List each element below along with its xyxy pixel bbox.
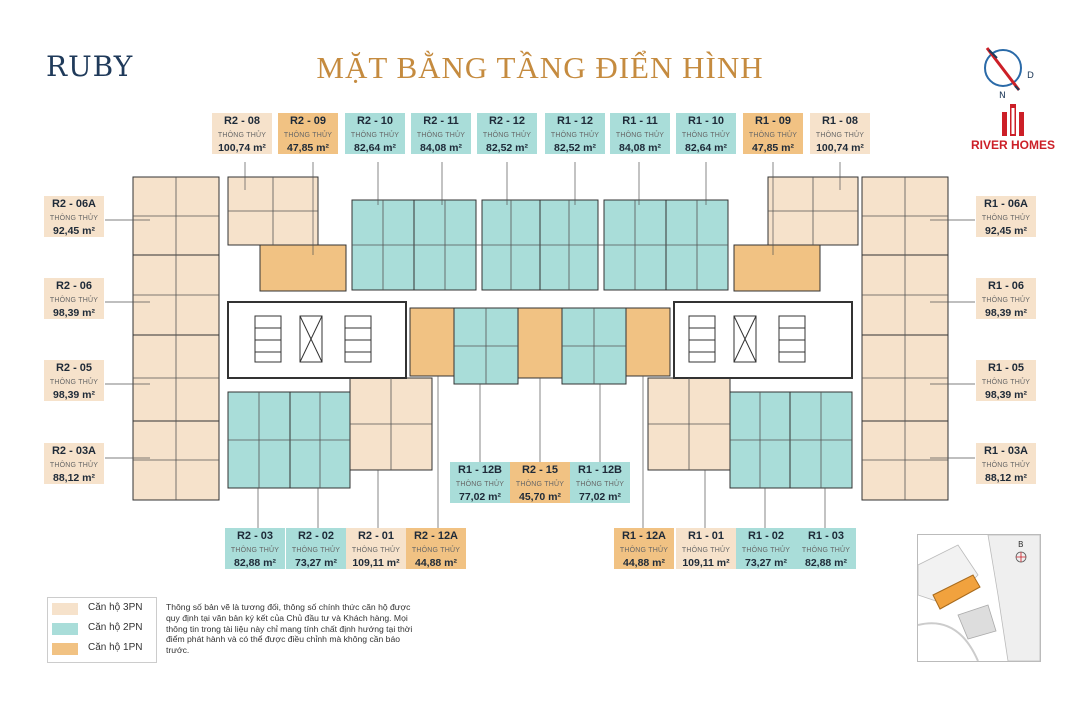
legend-item-2pn: Căn hộ 2PN	[48, 621, 156, 637]
legend-swatch-2pn	[52, 623, 78, 635]
page-title: MẶT BẰNG TẦNG ĐIỂN HÌNH	[316, 50, 764, 85]
legend-item-3pn: Căn hộ 3PN	[48, 601, 156, 617]
disclaimer-note: Thông số bản vẽ là tương đối, thông số c…	[166, 602, 413, 656]
unit-block-r2-12a	[409, 307, 455, 377]
location-minimap: B	[917, 534, 1041, 662]
river-homes-logo-text: RIVER HOMES	[970, 138, 1055, 152]
compass-letter-n: N	[999, 91, 1006, 100]
legend: Căn hộ 3PN Căn hộ 2PN Căn hộ 1PN	[47, 597, 157, 663]
minimap-letter: B	[1018, 540, 1024, 549]
unit-block-r2-15	[517, 307, 563, 379]
compass-letter-d: D	[1027, 71, 1034, 81]
legend-label-1pn: Căn hộ 1PN	[88, 642, 143, 653]
brand-logo: RUBY	[46, 50, 134, 83]
minimap-drawing: B	[917, 534, 1041, 662]
legend-item-1pn: Căn hộ 1PN	[48, 641, 156, 657]
legend-label-3pn: Căn hộ 3PN	[88, 602, 143, 613]
legend-label-2pn: Căn hộ 2PN	[88, 622, 143, 633]
compass-icon: N D	[984, 47, 1034, 100]
unit-block-r1-12a	[625, 307, 671, 377]
legend-swatch-3pn	[52, 603, 78, 615]
river-homes-logo-icon	[1002, 104, 1024, 136]
unit-block-r1-09	[733, 244, 821, 292]
legend-swatch-1pn	[52, 643, 78, 655]
unit-block-r2-09	[259, 244, 347, 292]
